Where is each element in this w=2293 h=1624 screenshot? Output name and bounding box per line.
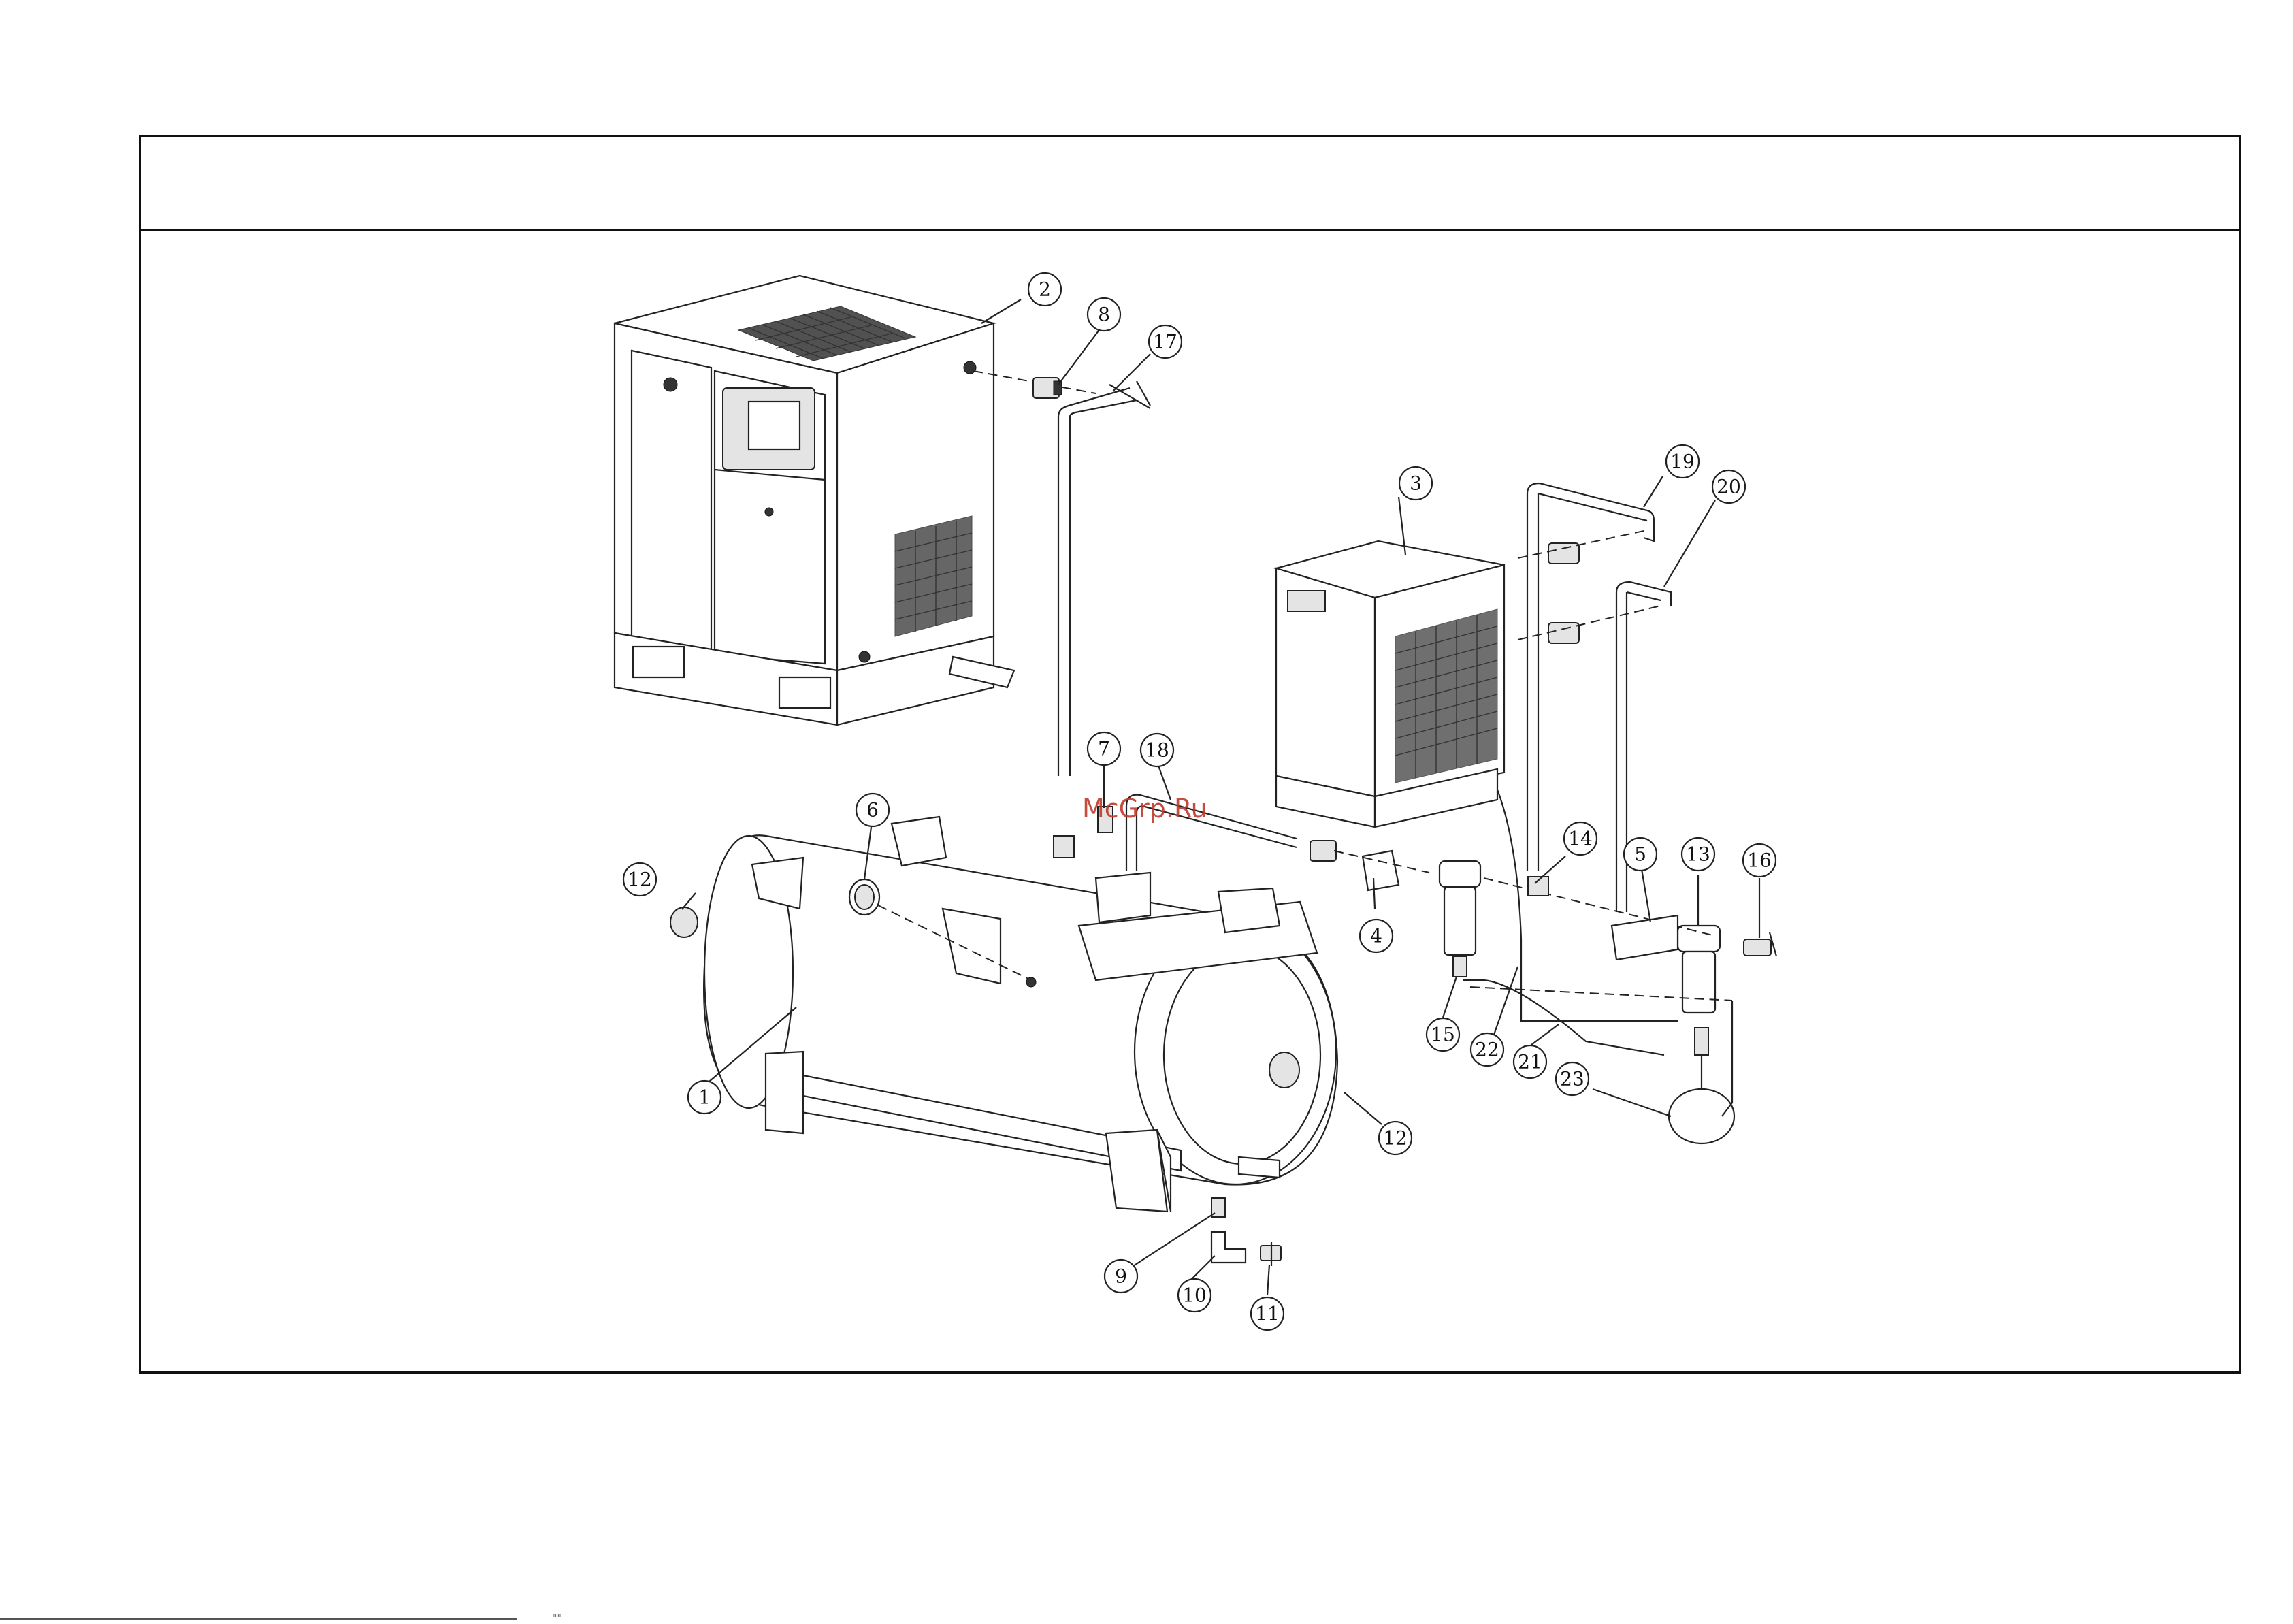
line-filter-1 — [1440, 861, 1480, 977]
svg-text:12: 12 — [1383, 1127, 1408, 1150]
svg-text:13: 13 — [1686, 843, 1710, 866]
callout-5: 5 — [1624, 838, 1657, 871]
callout-23: 23 — [1556, 1062, 1589, 1095]
part-5-bracket — [1612, 915, 1678, 960]
callout-21: 21 — [1514, 1045, 1546, 1078]
callout-15: 15 — [1427, 1018, 1459, 1051]
svg-text:15: 15 — [1431, 1024, 1455, 1046]
svg-text:12: 12 — [628, 868, 652, 891]
watermark-text: McGrp.Ru — [1082, 794, 1207, 824]
svg-text:17: 17 — [1153, 331, 1177, 353]
footer-rule — [0, 1618, 517, 1620]
callout-1: 1 — [688, 1081, 721, 1114]
callout-17: 17 — [1149, 325, 1182, 358]
callout-12-left: 12 — [623, 863, 656, 896]
svg-text:23: 23 — [1560, 1068, 1584, 1090]
callout-14: 14 — [1564, 822, 1597, 855]
callout-19: 19 — [1666, 445, 1699, 478]
svg-text:2: 2 — [1039, 278, 1051, 301]
part-12-plug-left — [670, 907, 698, 937]
svg-text:7: 7 — [1098, 738, 1110, 760]
callout-3: 3 — [1399, 467, 1432, 500]
svg-text:5: 5 — [1634, 843, 1646, 866]
svg-text:14: 14 — [1568, 828, 1593, 850]
callout-20: 20 — [1712, 470, 1745, 503]
part-17-pipe — [1054, 381, 1150, 941]
svg-text:1: 1 — [698, 1086, 711, 1109]
svg-text:11: 11 — [1255, 1303, 1280, 1325]
part-8-fitting — [1033, 378, 1062, 398]
side-vent-grille — [895, 516, 972, 636]
callout-7: 7 — [1088, 732, 1120, 765]
callout-11: 11 — [1251, 1297, 1284, 1330]
svg-text:22: 22 — [1475, 1039, 1499, 1061]
callout-9: 9 — [1105, 1260, 1137, 1293]
svg-text:4: 4 — [1370, 925, 1382, 947]
part-4-bracket — [1334, 851, 1429, 890]
svg-text:6: 6 — [866, 799, 879, 822]
part-10-elbow — [1211, 1232, 1246, 1263]
callout-6: 6 — [856, 794, 889, 826]
air-receiver-tank — [704, 817, 1337, 1212]
callout-8: 8 — [1088, 298, 1120, 331]
callout-2: 2 — [1028, 273, 1061, 306]
callout-12-right: 12 — [1379, 1122, 1412, 1154]
refrigerated-dryer — [1276, 541, 1504, 827]
callout-18: 18 — [1141, 734, 1173, 766]
callout-16: 16 — [1743, 844, 1776, 877]
dryer-vent-grille — [1395, 609, 1497, 783]
svg-text:16: 16 — [1747, 849, 1772, 872]
footer-mark: "" — [553, 1613, 562, 1624]
svg-text:3: 3 — [1410, 472, 1422, 495]
svg-text:10: 10 — [1182, 1284, 1207, 1307]
svg-text:19: 19 — [1670, 451, 1695, 473]
svg-text:18: 18 — [1145, 739, 1169, 762]
callout-4: 4 — [1360, 920, 1393, 952]
part-23-drain-trap — [1669, 1001, 1734, 1143]
callout-22: 22 — [1471, 1033, 1503, 1066]
callout-10: 10 — [1178, 1279, 1211, 1312]
callout-13: 13 — [1682, 838, 1714, 871]
part-11-valve — [1261, 1242, 1281, 1266]
svg-text:20: 20 — [1717, 476, 1741, 498]
svg-text:21: 21 — [1518, 1051, 1542, 1073]
svg-text:9: 9 — [1115, 1265, 1127, 1288]
compressor-cabinet — [615, 276, 1014, 725]
svg-text:8: 8 — [1098, 304, 1110, 326]
part-19-pipe — [1518, 483, 1654, 871]
